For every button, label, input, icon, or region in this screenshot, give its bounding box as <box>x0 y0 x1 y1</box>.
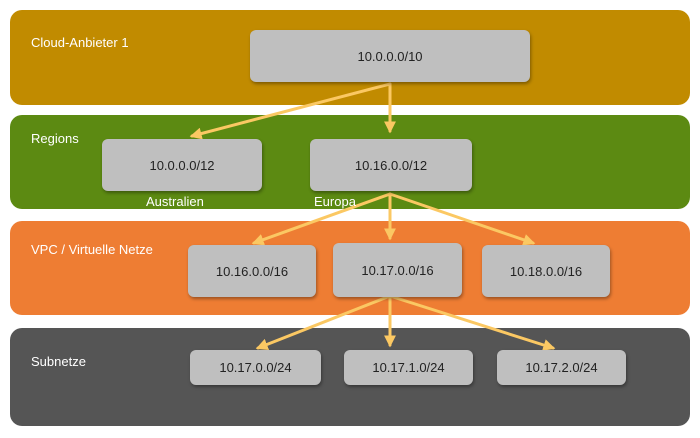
subnet-node-2: 10.17.1.0/24 <box>344 350 473 385</box>
subnet-node-1: 10.17.0.0/24 <box>190 350 321 385</box>
subnets-label: Subnetze <box>31 354 86 369</box>
cloud-provider-label: Cloud-Anbieter 1 <box>31 35 129 50</box>
vpc-label: VPC / Virtuelle Netze <box>31 242 153 257</box>
regions-label: Regions <box>31 131 79 146</box>
vpc-node-2: 10.17.0.0/16 <box>333 243 462 297</box>
region-europe-node: 10.16.0.0/12 <box>310 139 472 191</box>
subnet-node-3: 10.17.2.0/24 <box>497 350 626 385</box>
region-australia-name: Australien <box>146 194 204 209</box>
region-australia-node: 10.0.0.0/12 <box>102 139 262 191</box>
vpc-node-1: 10.16.0.0/16 <box>188 245 316 297</box>
region-europe-name: Europa <box>314 194 356 209</box>
provider-cidr-node: 10.0.0.0/10 <box>250 30 530 82</box>
vpc-node-3: 10.18.0.0/16 <box>482 245 610 297</box>
